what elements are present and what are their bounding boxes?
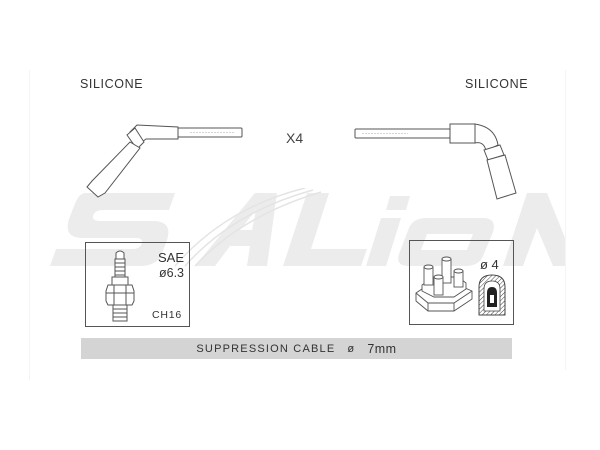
ignition-coil-terminal-box: ø 4 [409,240,514,325]
terminal-standard-label: SAE [157,250,184,265]
left-material-label: SILICONE [80,77,144,91]
ignition-coil-icon [415,256,473,312]
spark-plug-terminal-box: SAE ø6.3 CH16 [85,242,190,327]
cable-spec-bar: SUPPRESSION CABLE ø 7mm [81,338,512,359]
frame-edge-left [29,70,30,380]
diameter-symbol: ø [347,342,356,355]
right-cable-boot-drawing [354,123,517,200]
right-material-label: SILICONE [465,77,529,91]
cable-type-label: SUPPRESSION CABLE [196,342,336,355]
spark-plug-terminal-icon [105,250,135,322]
quantity-label: X4 [286,130,304,146]
salion-watermark-logo [50,188,565,267]
left-cable-boot-drawing [86,124,243,198]
frame-edge-right [565,70,566,370]
cable-size-label: 7mm [367,341,397,356]
hex-size-label: CH16 [151,309,182,321]
coil-terminal-diameter-label: ø 4 [480,257,499,272]
coil-terminal-cross-section-icon [478,274,506,316]
terminal-diameter-label: ø6.3 [158,266,184,280]
